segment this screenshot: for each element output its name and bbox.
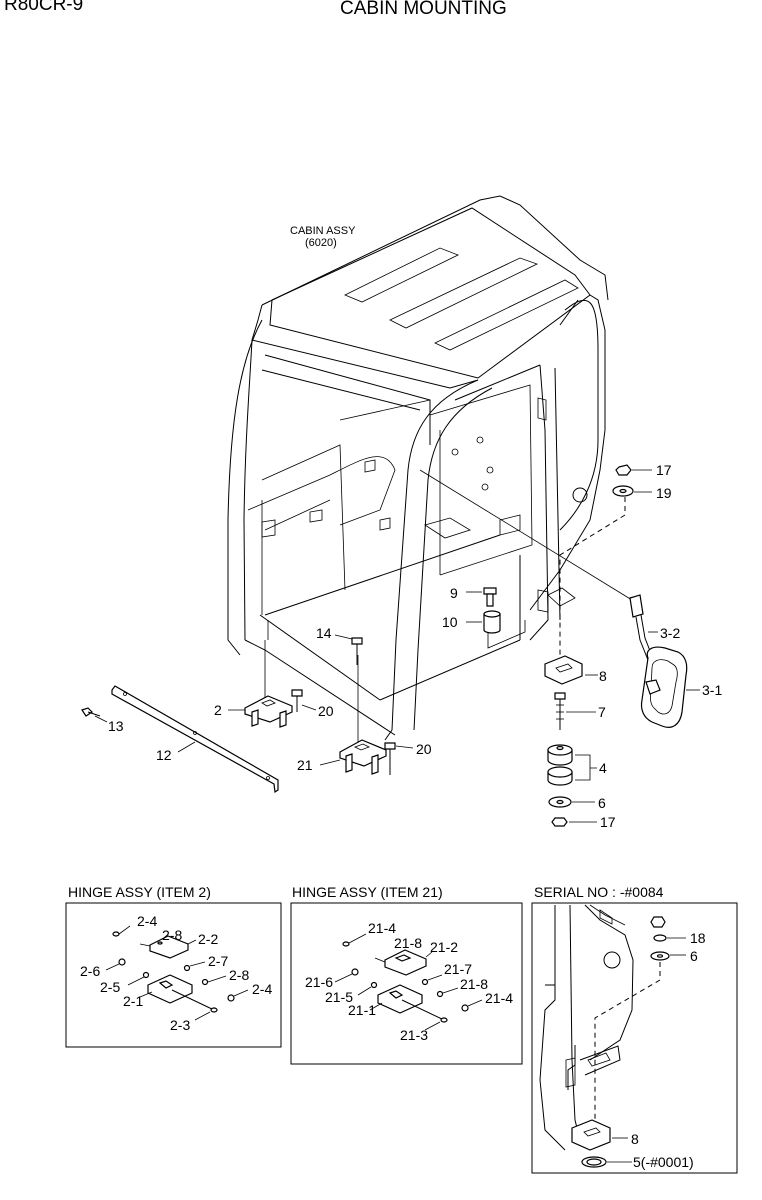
callout-21: 21: [297, 757, 313, 773]
hinge-2-frame: [65, 902, 282, 1048]
callout-2: 2: [214, 702, 222, 718]
callout-8: 8: [599, 668, 607, 684]
hinge-21-label-21-4a: 21-4: [368, 920, 396, 936]
cabin-assy-label: CABIN ASSY: [290, 225, 356, 237]
hinge-21-frame: [290, 902, 523, 1065]
hinge-21-label-21-6: 21-6: [305, 974, 333, 990]
callout-17-bottom: 17: [600, 814, 616, 830]
callout-20-upper: 20: [318, 703, 334, 719]
model-code: R80CR-9: [4, 0, 83, 15]
serial-label-8: 8: [631, 1131, 639, 1147]
left-hinge-parts: [81, 620, 414, 794]
cabin-assy-drawing: [227, 195, 609, 741]
callout-14: 14: [316, 625, 332, 641]
hinge-21-label-21-1: 21-1: [348, 1002, 376, 1018]
serial-title: SERIAL NO : -#0084: [534, 884, 664, 900]
hinge-2-label-2-2: 2-2: [198, 931, 218, 947]
hinge-21-label-21-5: 21-5: [325, 989, 353, 1005]
handle-parts: [419, 469, 700, 728]
hinge-21-label-21-2: 21-2: [430, 939, 458, 955]
hinge-2-label-2-6: 2-6: [80, 963, 100, 979]
callout-13: 13: [108, 718, 124, 734]
serial-label-5: 5(-#0001): [633, 1154, 694, 1170]
hinge-21-panel: HINGE ASSY (ITEM 21) 21-4 21-8 21-2 21-7…: [290, 884, 523, 1065]
hinge-2-label-2-4a: 2-4: [137, 913, 157, 929]
cabin-assy-code: (6020): [305, 237, 337, 249]
callout-20-lower: 20: [416, 741, 432, 757]
hinge-2-label-2-3: 2-3: [170, 1017, 190, 1033]
callout-19: 19: [656, 485, 672, 501]
hinge-2-label-2-1: 2-1: [123, 993, 143, 1009]
page-title: CABIN MOUNTING: [340, 0, 507, 19]
serial-panel: SERIAL NO : -#0084 18 6 8 5(-#0001): [531, 884, 738, 1174]
hinge-2-label-2-5: 2-5: [100, 979, 120, 995]
hinge-21-label-21-3: 21-3: [400, 1027, 428, 1043]
hinge-2-label-2-4b: 2-4: [252, 981, 272, 997]
callout-4: 4: [599, 760, 607, 776]
callout-6: 6: [598, 795, 606, 811]
hinge-21-title: HINGE ASSY (ITEM 21): [292, 884, 443, 900]
hinge-2-label-2-8a: 2-8: [162, 927, 182, 943]
callout-9: 9: [450, 585, 458, 601]
callout-7: 7: [598, 704, 606, 720]
serial-label-18: 18: [690, 930, 706, 946]
hinge-2-label-2-7: 2-7: [208, 953, 228, 969]
callout-12: 12: [156, 747, 172, 763]
hinge-2-label-2-8b: 2-8: [229, 967, 249, 983]
hinge-21-label-21-8b: 21-8: [460, 976, 488, 992]
right-mount-parts: [466, 464, 652, 827]
callout-10: 10: [442, 614, 458, 630]
callout-3-2: 3-2: [660, 625, 680, 641]
serial-label-6: 6: [690, 948, 698, 964]
callout-3-1: 3-1: [702, 682, 722, 698]
serial-frame: [531, 902, 738, 1174]
hinge-21-label-21-7: 21-7: [444, 961, 472, 977]
hinge-2-panel: HINGE ASSY (ITEM 2) 2-4 2-8 2-2 2-7 2-6 …: [65, 884, 282, 1048]
hinge-21-label-21-4b: 21-4: [485, 990, 513, 1006]
callout-17-top: 17: [656, 462, 672, 478]
hinge-2-title: HINGE ASSY (ITEM 2): [68, 884, 211, 900]
hinge-21-label-21-8a: 21-8: [394, 935, 422, 951]
